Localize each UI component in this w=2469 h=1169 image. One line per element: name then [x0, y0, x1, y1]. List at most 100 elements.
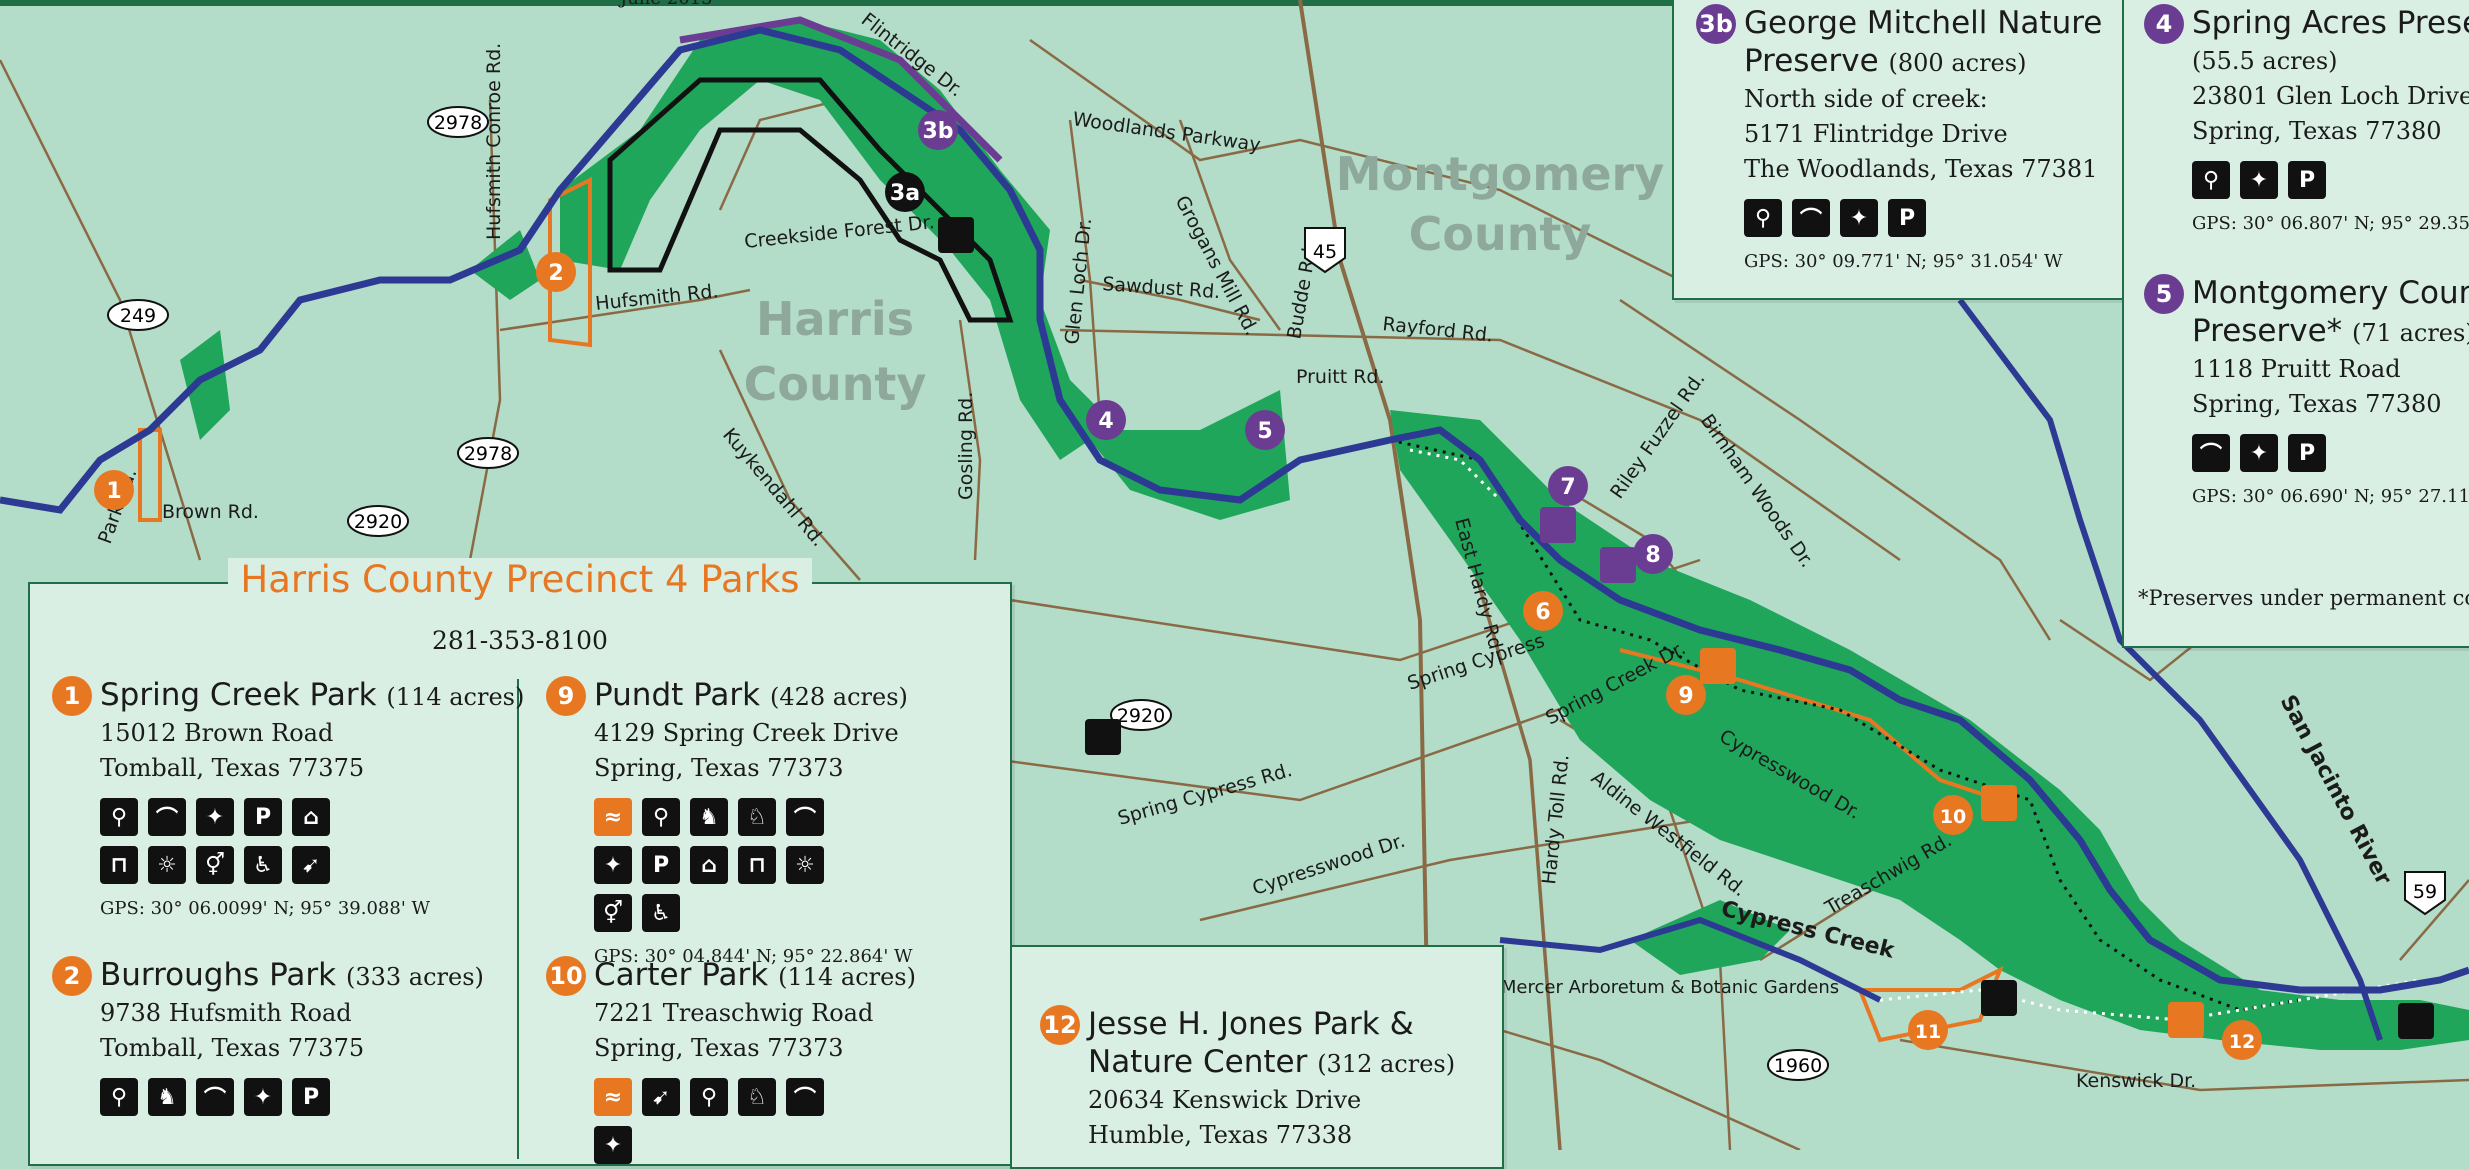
pavilion-icon: ⌂ — [690, 846, 728, 884]
amenity-icons: ≈ ➹ ⚲ ♘ ⌒ ✦ — [594, 1078, 864, 1164]
grogans-mill — [1178, 119, 1282, 331]
park-address-1: 9738 Hufsmith Road — [100, 999, 352, 1027]
glen-loch — [1068, 119, 1102, 421]
amenity-icons: ⚲ ⌒ ✦ P ⌂ ⊓ ☼ ⚥ ♿ ➹ — [100, 798, 370, 884]
us-59 — [2399, 879, 2469, 961]
hiking-icon: ✦ — [2240, 434, 2278, 472]
preserve-acres: (71 acres) — [2352, 319, 2469, 347]
preserve-gps: GPS: 30° 09.771' N; 95° 31.054' W — [1744, 251, 2063, 272]
horse-trail-icon: ♘ — [738, 798, 776, 836]
park-entry-12: 12 Jesse H. Jones Park &Nature Center (3… — [1040, 1005, 1455, 1153]
sawdust — [1079, 278, 1261, 322]
fishing-icon: ⌒ — [1792, 199, 1830, 237]
shield-2978: 2978 — [434, 112, 482, 134]
hufsmith-road — [499, 288, 751, 332]
harris-parks-panel: Harris County Precinct 4 Parks 281-353-8… — [28, 558, 1012, 1166]
bike-icon: ⚲ — [100, 1078, 138, 1116]
archery-icon: ➹ — [642, 1078, 680, 1116]
bike-icon: ⚲ — [2192, 161, 2230, 199]
archery-icon — [1085, 719, 1121, 755]
shield-45: 45 — [1313, 241, 1337, 263]
road-label: Kenswick Dr. — [2076, 1070, 2196, 1092]
preserve-address-1: 23801 Glen Loch Drive — [2192, 82, 2469, 110]
amenity-icons: ⚲ ♞ ⌒ ✦ P — [100, 1078, 370, 1116]
bike-icon: ⚲ — [100, 798, 138, 836]
park-number-badge: 9 — [546, 676, 586, 716]
amenity-icons: ⚲ ⌒ ✦ P — [1744, 199, 2014, 237]
harris-label: Harris — [756, 292, 914, 346]
road-249 — [0, 59, 202, 561]
preserve-name: Montgomery County — [2192, 275, 2469, 311]
marker-label: 12 — [2229, 1031, 2255, 1053]
marker-label: 8 — [1645, 543, 1660, 568]
birnham-woods — [1619, 298, 2052, 641]
mitchell-north-boundary — [679, 16, 1003, 163]
shield-2920: 2920 — [1117, 705, 1165, 727]
horse-trail-icon: ♘ — [738, 1078, 776, 1116]
shield-2978: 2978 — [464, 443, 512, 465]
preserve-number-badge: 5 — [2144, 274, 2184, 314]
marker-label: 9 — [1678, 684, 1693, 709]
date-fragment: June 2015 — [618, 0, 713, 9]
road-label: Hufsmith Conroe Rd. — [483, 43, 505, 240]
parking-icon: P — [292, 1078, 330, 1116]
parking-icon: P — [642, 846, 680, 884]
amenity-icons: ⚲ ✦ P — [2192, 161, 2462, 199]
west-parcel — [180, 330, 230, 440]
shield-59: 59 — [2413, 881, 2437, 903]
park-number-badge: 12 — [1040, 1005, 1080, 1045]
cypress-creek-water — [1499, 916, 1882, 1003]
playground-icon: ☼ — [786, 846, 824, 884]
picnic-icon: ⊓ — [100, 846, 138, 884]
park-name: Pundt Park — [594, 677, 761, 713]
spring-creek-water — [0, 26, 2469, 994]
park-acres: (114 acres) — [778, 963, 916, 991]
amenity-icons: ⌒ ✦ P — [2192, 434, 2462, 472]
marker-12 — [2222, 1020, 2262, 1060]
hardy-toll-road — [1458, 519, 1562, 1150]
preserve-acres: (800 acres) — [1888, 49, 2027, 77]
preserve-line-3: The Woodlands, Texas 77381 — [1744, 155, 2098, 183]
marker-4 — [1086, 400, 1126, 440]
preserve-name: Spring Acres Preser — [2192, 5, 2469, 41]
marker-label: 10 — [1940, 806, 1966, 828]
preserve-name: George Mitchell Nature — [1744, 5, 2103, 41]
trail-white — [1409, 448, 2421, 1022]
bike-icon: ⚲ — [690, 1078, 728, 1116]
marker-2 — [536, 252, 576, 292]
park-gps: GPS: 30° 06.0099' N; 95° 39.088' W — [100, 898, 431, 919]
marker-3a — [885, 172, 925, 212]
park-number-badge: 10 — [546, 956, 586, 996]
parking-icon: P — [244, 798, 282, 836]
rayford-road — [1059, 328, 1901, 562]
restroom-icon: ⚥ — [196, 846, 234, 884]
parking-icon: P — [2288, 434, 2326, 472]
hiking-icon: ✦ — [1840, 199, 1878, 237]
equestrian-icon: ♞ — [690, 798, 728, 836]
marker-1 — [94, 470, 134, 510]
cypresswood — [1199, 818, 1701, 922]
marker-label: 3b — [922, 119, 953, 144]
canoe-launch-icon — [1600, 547, 1636, 583]
interstate-45 — [1298, 0, 1432, 1150]
pavilion-icon: ⌂ — [292, 798, 330, 836]
marker-8 — [1633, 534, 1673, 574]
amenity-icons: ≈ ⚲ ♞ ♘ ⌒ ✦ P ⌂ ⊓ ☼ ⚥ ♿ — [594, 798, 864, 932]
marker-7 — [1548, 466, 1588, 506]
road-label: Brown Rd. — [162, 501, 259, 523]
park-number-badge: 1 — [52, 676, 92, 716]
hiking-icon: ✦ — [196, 798, 234, 836]
park-name-cont: Nature Center — [1088, 1044, 1308, 1080]
top-border — [0, 0, 2469, 6]
shield-1960: 1960 — [1774, 1055, 1822, 1077]
preserve-name-cont: Preserve — [1744, 43, 1879, 79]
canoe-icon: ≈ — [594, 1078, 632, 1116]
phone-number: 281-353-8100 — [432, 626, 608, 655]
preserve-address-2: Spring, Texas 77380 — [2192, 117, 2442, 145]
canoe-launch-icon — [1540, 507, 1576, 543]
canoe-launch-icon — [1981, 785, 2017, 821]
gosling — [958, 319, 982, 561]
mercer-parcel — [1630, 900, 1790, 975]
